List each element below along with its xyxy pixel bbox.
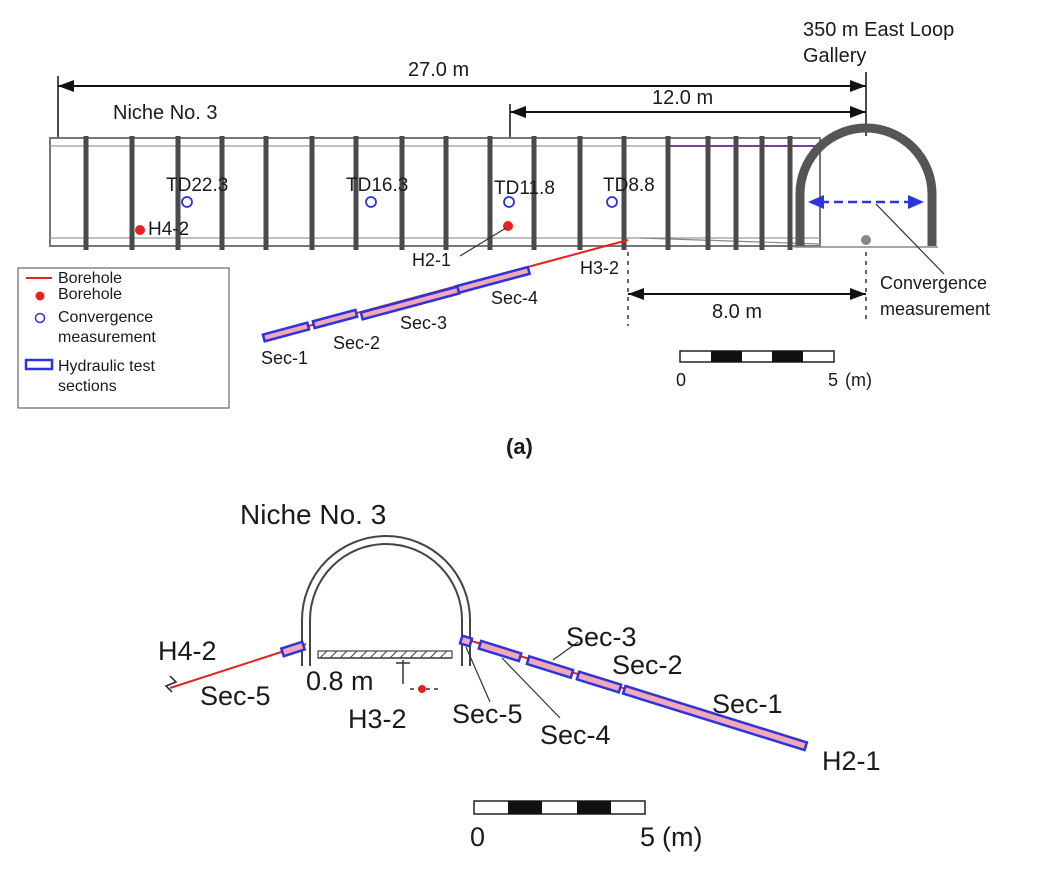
cross-section-view: Niche No. 3 H4-2 Sec-5 0.8 m H3-2 — [158, 499, 881, 852]
cross-section-sec-2 — [575, 670, 623, 694]
cross-label-sec5-right: Sec-5 — [452, 699, 523, 729]
leader-sec5-right — [465, 646, 491, 703]
td-label-1: TD22.3 — [166, 175, 228, 196]
total-length-label: 27.0 m — [408, 59, 469, 81]
legend-convergence: Convergence — [58, 309, 153, 326]
legend-borehole-point: Borehole — [58, 286, 122, 303]
borehole-h4-2 — [135, 225, 145, 235]
leader-sec3 — [552, 641, 579, 661]
gallery-profile — [794, 123, 938, 248]
convergence-label-2: measurement — [880, 299, 990, 319]
legend-borehole-point-swatch — [35, 291, 45, 301]
cross-section-sec-4 — [477, 639, 523, 663]
legend: Borehole Borehole Convergence measuremen… — [17, 267, 230, 409]
cross-label-h3-2: H3-2 — [348, 704, 407, 734]
legend-convergence-swatch — [34, 312, 46, 324]
scale-plan-end: 5 — [828, 370, 838, 390]
tunnel-profile — [301, 535, 471, 666]
sec-label-1: Sec-1 — [261, 348, 308, 368]
cross-label-sec2: Sec-2 — [612, 650, 683, 680]
cross-label-sec5-left: Sec-5 — [200, 681, 271, 711]
sec-label-4: Sec-4 — [491, 288, 538, 308]
scale-bar-plan — [679, 350, 835, 363]
borehole-label-h3-2: H3-2 — [580, 258, 619, 278]
cross-section-sec-5-right — [458, 634, 474, 648]
cross-niche-title: Niche No. 3 — [240, 499, 386, 530]
cross-depth-label: 0.8 m — [306, 666, 374, 696]
cross-section-sec-1 — [621, 684, 809, 752]
td-label-2: TD16.3 — [346, 175, 408, 196]
measure-point-td22-3 — [181, 196, 193, 208]
cross-label-sec3: Sec-3 — [566, 622, 637, 652]
break-mark-icon — [164, 675, 178, 693]
legend-hydraulic-swatch — [24, 358, 54, 371]
scale-plan-unit: (m) — [845, 370, 872, 390]
convergence-arrow — [808, 195, 945, 275]
cross-label-sec1: Sec-1 — [712, 689, 783, 719]
convergence-label: Convergence — [880, 273, 987, 293]
sec-label-3: Sec-3 — [400, 313, 447, 333]
cross-label-h4-2: H4-2 — [158, 636, 217, 666]
scale-cross-end: 5 — [640, 822, 655, 852]
leader-h2-1 — [459, 227, 507, 257]
legend-hydraulic: Hydraulic test — [58, 358, 155, 375]
borehole-label-h4-2: H4-2 — [148, 219, 189, 240]
partial-length-label: 12.0 m — [652, 87, 713, 109]
cross-section-sec-5-left — [279, 640, 307, 658]
legend-convergence-2: measurement — [58, 329, 156, 346]
borehole-h3-2-point — [418, 685, 426, 693]
hydraulic-sections-plan — [261, 265, 532, 343]
dimension-total — [57, 72, 867, 138]
scale-cross-start: 0 — [470, 822, 485, 852]
dimension-offset — [627, 252, 867, 326]
scale-plan-start: 0 — [676, 370, 686, 390]
dimension-partial — [509, 104, 866, 138]
plan-view: 350 m East Loop Gallery 27.0 m Niche No.… — [49, 19, 990, 459]
gallery-label-2: Gallery — [803, 45, 866, 67]
legend-hydraulic-2: sections — [58, 378, 117, 395]
panel-label-a: (a) — [506, 434, 533, 459]
steel-ribs — [83, 136, 793, 250]
measure-point-td8-8 — [606, 196, 618, 208]
niche-title: Niche No. 3 — [113, 102, 218, 124]
td-label-3: TD11.8 — [494, 178, 555, 199]
section-sec-1 — [261, 321, 311, 343]
depth-marker — [396, 660, 440, 693]
scale-bar-cross — [473, 800, 646, 815]
measure-point-td11-8 — [503, 196, 515, 208]
sec-label-2: Sec-2 — [333, 333, 380, 353]
cross-label-h2-1: H2-1 — [822, 746, 881, 776]
cross-label-sec4: Sec-4 — [540, 720, 611, 750]
leader-sec4 — [501, 657, 561, 719]
offset-length-label: 8.0 m — [712, 301, 762, 323]
measure-point-td16-3 — [365, 196, 377, 208]
hydraulic-sections-cross — [458, 634, 809, 752]
scale-cross-unit: (m) — [662, 822, 702, 852]
td-label-4: TD8.8 — [603, 175, 655, 196]
borehole-label-h2-1: H2-1 — [412, 250, 451, 270]
section-sec-3 — [359, 285, 461, 321]
legend-borehole-line: Borehole — [58, 270, 122, 287]
section-sec-2 — [311, 308, 359, 330]
gallery-label: 350 m East Loop — [803, 19, 954, 41]
cross-section-sec-3 — [525, 654, 575, 680]
measure-points — [181, 196, 618, 208]
